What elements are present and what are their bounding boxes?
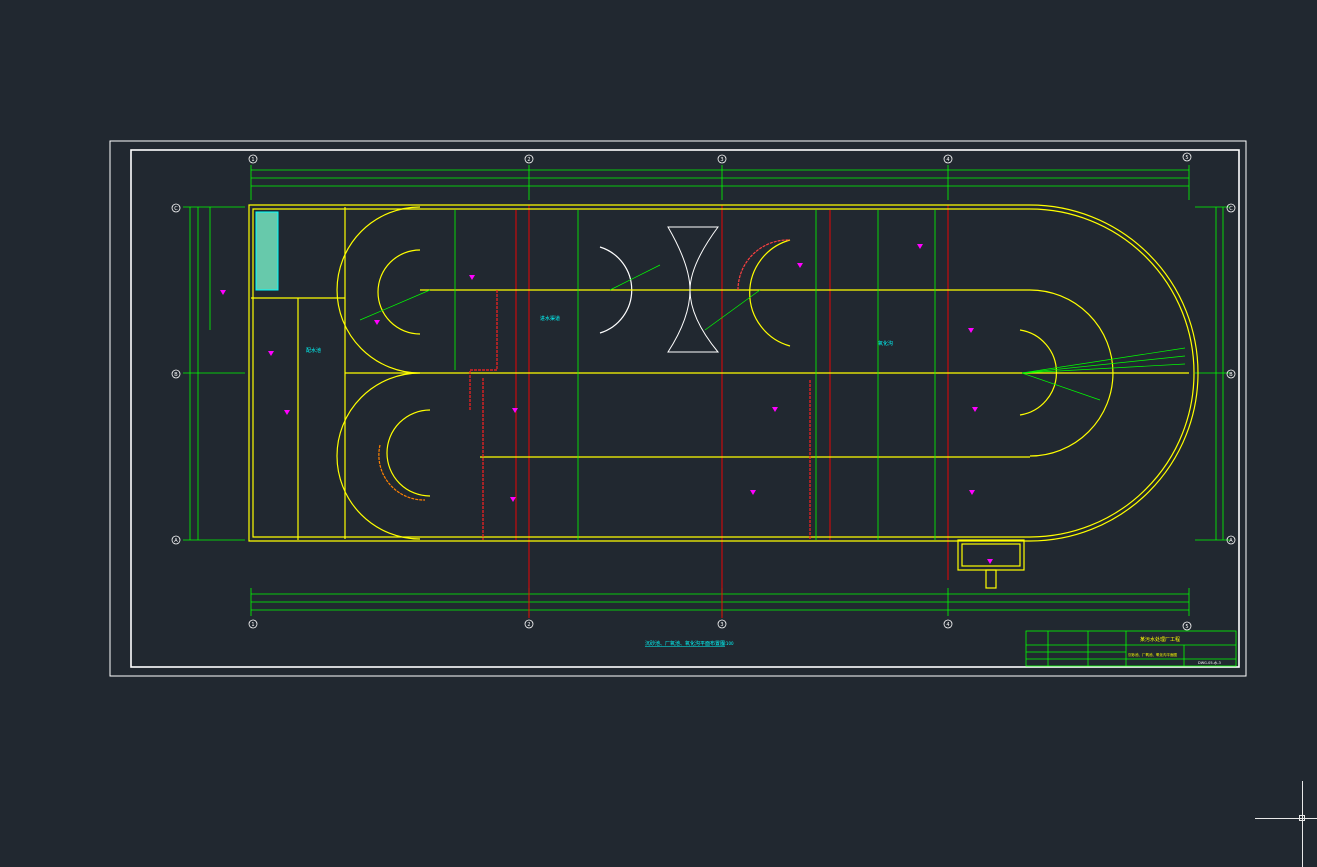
svg-text:2: 2 [527, 157, 530, 163]
svg-text:3: 3 [720, 157, 723, 163]
svg-text:1: 1 [251, 157, 254, 163]
svg-text:A: A [1229, 538, 1233, 544]
column-lines [454, 210, 936, 540]
cad-drawing: 进水渠道 配水池 氧化沟 1 2 3 4 5 1 2 3 4 5 C B A C… [109, 140, 1247, 677]
outer-frame [109, 140, 1247, 677]
svg-text:1: 1 [251, 622, 254, 628]
elevation-markers [220, 244, 993, 564]
partition-walls [378, 239, 811, 540]
tank-outline [248, 204, 1199, 589]
bottom-dimensions [250, 588, 1190, 616]
svg-text:4: 4 [946, 157, 949, 163]
drawing-scale: 1:100 [722, 641, 734, 646]
leader-lines [359, 264, 1186, 401]
svg-text:5: 5 [1185, 624, 1188, 630]
svg-text:B: B [174, 372, 178, 378]
label-center: 进水渠道 [540, 315, 560, 322]
hourglass-weir [667, 226, 720, 353]
label-right: 氧化沟 [878, 340, 893, 347]
svg-text:2: 2 [527, 622, 530, 628]
svg-text:4: 4 [946, 622, 949, 628]
drawing-title: 沉砂池、厂氧池、氧化沟平面布置图 [645, 640, 725, 647]
svg-text:C: C [1229, 206, 1233, 212]
equipment-block [255, 211, 279, 291]
svg-text:A: A [174, 538, 178, 544]
top-dimensions [250, 165, 1190, 200]
grid-axis-lines [515, 205, 949, 618]
svg-text:C: C [174, 206, 178, 212]
inner-frame [130, 149, 1240, 668]
title-block-project: 某污水处理厂工程 [1140, 636, 1180, 643]
title-block [1025, 630, 1237, 667]
svg-text:5: 5 [1185, 155, 1188, 161]
svg-text:3: 3 [720, 622, 723, 628]
title-block-number: DWG-05-水-3 [1198, 660, 1221, 665]
svg-text:B: B [1229, 372, 1233, 378]
axis-bubbles [171, 152, 1236, 631]
label-left: 配水池 [306, 347, 321, 354]
side-dimensions [183, 206, 1230, 541]
title-block-sheet: 沉砂池、厂氧池、氧化沟平面图 [1128, 652, 1177, 657]
axis-labels: 1 2 3 4 5 1 2 3 4 5 C B A C B A [174, 155, 1233, 630]
